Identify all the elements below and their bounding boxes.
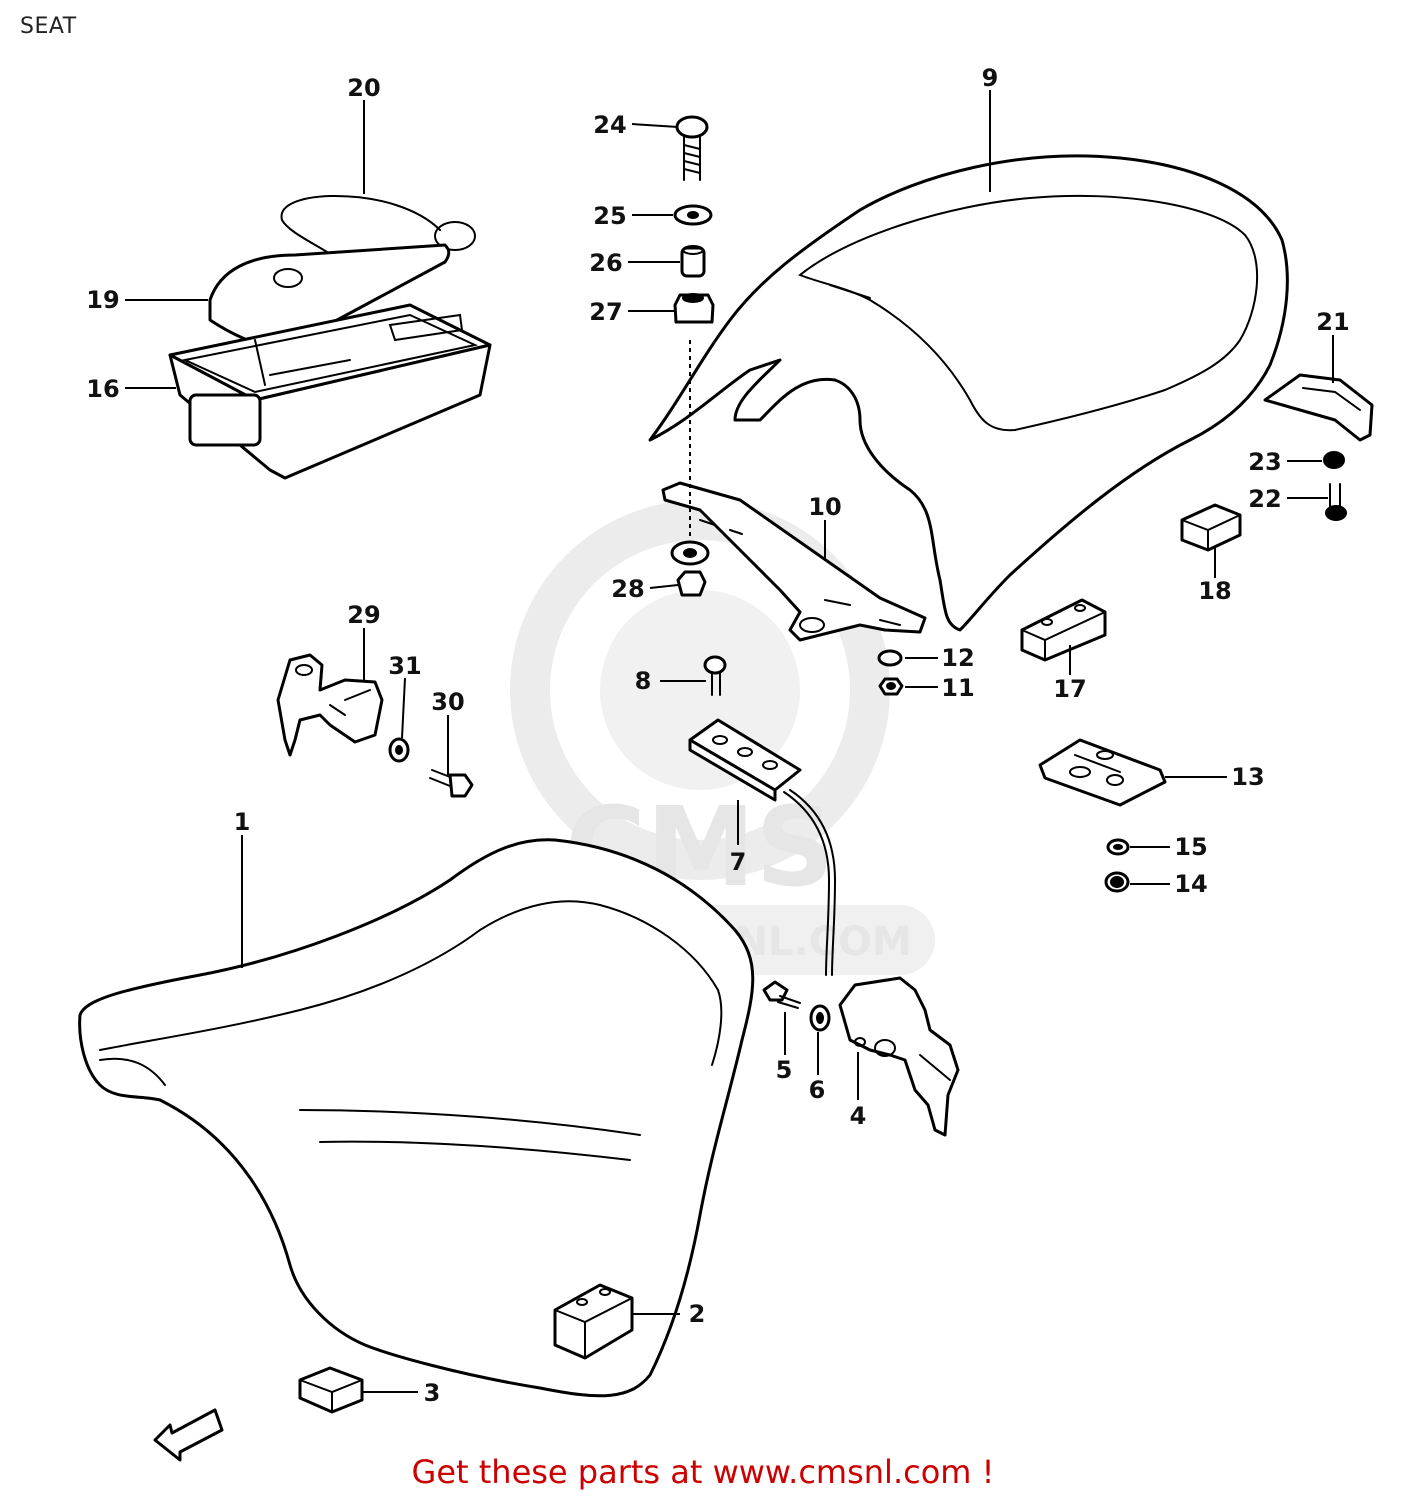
part-13-plate — [1038, 738, 1167, 807]
footer-link-text[interactable]: Get these parts at www.cmsnl.com ! — [411, 1453, 995, 1491]
part-9-seat-cowl — [648, 154, 1289, 632]
callout-3: 3 — [424, 1379, 441, 1407]
part-14-nut — [1104, 871, 1130, 893]
part-2-block — [553, 1283, 634, 1360]
callout-17: 17 — [1053, 675, 1086, 703]
callout-10: 10 — [808, 493, 841, 521]
part-22-bolt — [1325, 483, 1347, 521]
callout-5: 5 — [776, 1056, 793, 1084]
callout-7: 7 — [730, 848, 747, 876]
part-16-tray — [168, 303, 492, 480]
page-title: SEAT — [20, 14, 77, 39]
callout-15: 15 — [1174, 833, 1207, 861]
part-8-bolt — [703, 655, 727, 696]
part-17-block — [1020, 598, 1107, 662]
part-12-washer — [877, 649, 903, 667]
callout-26: 26 — [589, 249, 622, 277]
part-28-nut — [670, 540, 710, 597]
callout-23: 23 — [1248, 448, 1281, 476]
callout-28: 28 — [611, 575, 644, 603]
part-19-cover — [208, 243, 451, 350]
part-5-bolt — [762, 980, 801, 1009]
callout-25: 25 — [593, 202, 626, 230]
part-21-handle — [1263, 373, 1374, 442]
callout-22: 22 — [1248, 485, 1281, 513]
callout-19: 19 — [86, 286, 119, 314]
callout-30: 30 — [431, 688, 464, 716]
part-25-washer — [673, 204, 713, 226]
front-direction-arrow-icon — [153, 1408, 224, 1462]
part-29-lock — [276, 653, 384, 757]
callout-27: 27 — [589, 298, 622, 326]
callout-21: 21 — [1316, 308, 1349, 336]
callout-9: 9 — [982, 64, 999, 92]
callout-14: 14 — [1174, 870, 1207, 898]
callout-29: 29 — [347, 601, 380, 629]
part-4-seat-lock — [838, 976, 960, 1137]
leader-lines — [125, 90, 1334, 1393]
part-18-block — [1180, 503, 1242, 552]
callout-12: 12 — [941, 644, 974, 672]
part-3-block — [298, 1366, 364, 1414]
callout-1: 1 — [234, 808, 251, 836]
part-15-washer — [1106, 838, 1130, 856]
part-26-collar — [680, 245, 706, 278]
callout-24: 24 — [593, 111, 626, 139]
callout-6: 6 — [809, 1076, 826, 1104]
callout-20: 20 — [347, 74, 380, 102]
callout-13: 13 — [1231, 763, 1264, 791]
part-10-bracket — [661, 481, 927, 642]
callout-4: 4 — [850, 1102, 867, 1130]
callout-11: 11 — [941, 674, 974, 702]
part-31-washer — [388, 737, 410, 763]
callout-2: 2 — [689, 1300, 706, 1328]
part-11-nut — [878, 677, 904, 696]
callout-16: 16 — [86, 375, 119, 403]
part-23-nut — [1323, 451, 1345, 469]
part-30-bolt — [429, 769, 474, 798]
callout-labels: 1 2 3 4 5 6 7 8 9 10 11 12 13 14 15 16 1… — [86, 64, 1349, 1407]
callout-8: 8 — [635, 667, 652, 695]
part-7-lock-plate — [688, 718, 837, 976]
callout-18: 18 — [1198, 577, 1231, 605]
part-6-washer — [809, 1004, 831, 1032]
part-1-seat — [78, 838, 755, 1398]
callout-31: 31 — [388, 652, 421, 680]
part-27-grommet — [673, 293, 715, 324]
part-24-bolt — [675, 115, 709, 181]
